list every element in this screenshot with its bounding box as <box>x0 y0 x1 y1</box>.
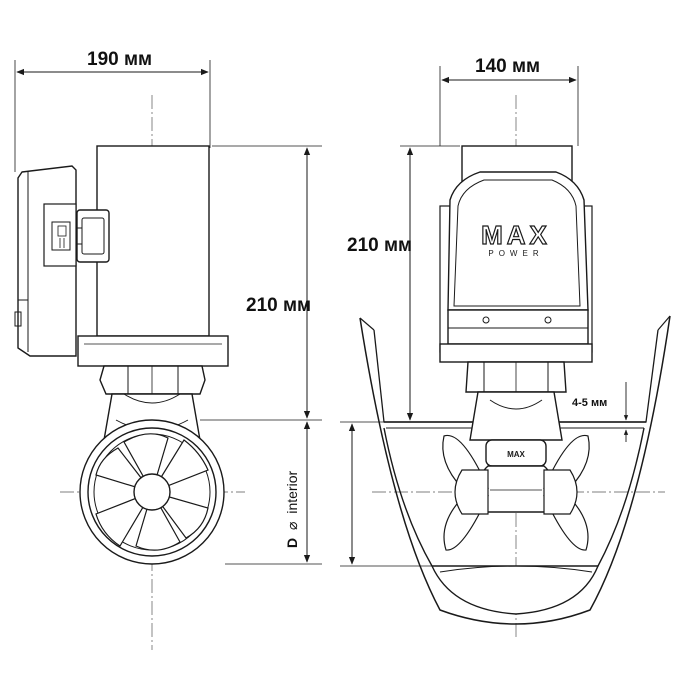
propeller-blade <box>135 490 181 551</box>
logo-sub: POWER <box>488 249 544 258</box>
side-view <box>14 60 322 650</box>
max-power-cover <box>447 171 589 311</box>
side-height-label: 210 мм <box>246 295 312 316</box>
right-propeller-hub <box>543 469 578 515</box>
tunnel-diameter-label: D ⌀ interior <box>284 471 301 548</box>
propeller-blade <box>150 439 209 494</box>
cover-base-plate <box>447 309 589 345</box>
gearbox-body <box>478 465 554 513</box>
front-width-label: 140 мм <box>475 56 541 77</box>
connector-block <box>76 209 110 263</box>
mounting-flange <box>77 335 229 367</box>
max-power-logo: MAX POWER <box>468 220 564 258</box>
shaft-coupling <box>99 365 206 395</box>
gearbox-logo: MAX <box>507 450 525 459</box>
hull-wall-label: 4-5 мм <box>572 397 608 409</box>
front-view <box>340 66 671 640</box>
logo-main: MAX <box>481 220 551 250</box>
tunnel-diameter-note: interior <box>284 470 300 514</box>
side-width-label: 190 мм <box>87 49 153 70</box>
hull-outer-contour <box>359 315 671 625</box>
propeller-blade <box>123 433 169 494</box>
diameter-symbol: ⌀ <box>284 521 300 530</box>
tunnel-right-wall <box>597 427 645 567</box>
tunnel-bottom <box>430 565 600 615</box>
tunnel-diameter-letter: D <box>284 537 300 548</box>
propeller-hub <box>133 473 171 511</box>
propeller-blade <box>95 490 154 547</box>
tunnel-left-wall <box>383 427 433 567</box>
front-height-label: 210 мм <box>347 235 413 256</box>
motor-cylinder <box>96 145 210 337</box>
left-propeller-hub <box>454 469 489 515</box>
front-leg <box>469 391 563 441</box>
